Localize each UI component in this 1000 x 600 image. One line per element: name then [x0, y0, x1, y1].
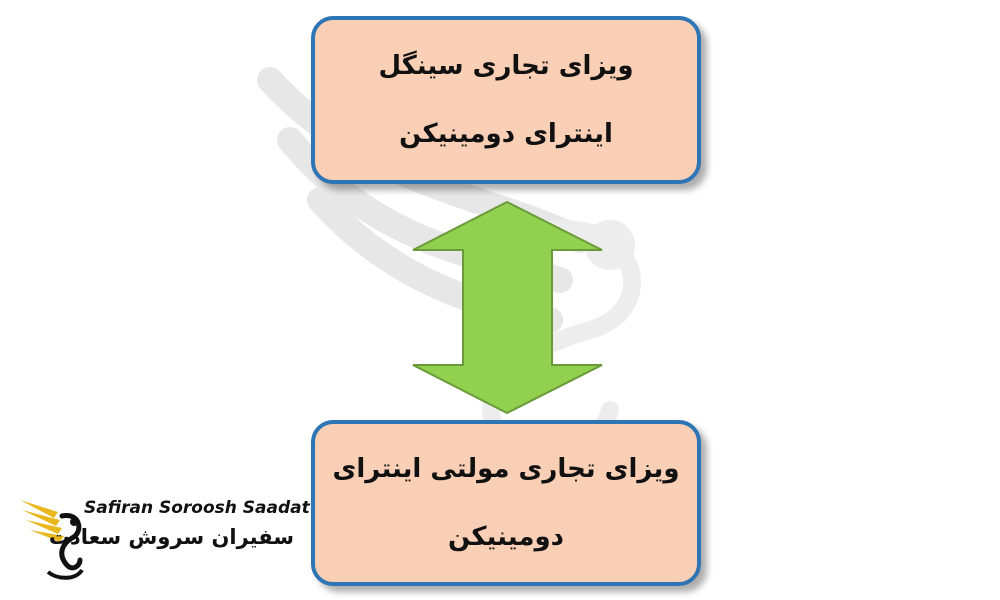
multiple-entry-visa-box: ویزای تجاری مولتی اینترای دومینیکن [311, 420, 701, 586]
single-entry-visa-line1: ویزای تجاری سینگل [378, 51, 634, 81]
multiple-entry-visa-line2: دومینیکن [448, 522, 564, 552]
multiple-entry-visa-line1: ویزای تجاری مولتی اینترای [332, 454, 680, 484]
single-entry-visa-box: ویزای تجاری سینگل اینترای دومینیکن [311, 16, 701, 184]
logo-name-persian: سفیران سروش سعادت [48, 525, 294, 549]
company-logo: Safiran Soroosh Saadat سفیران سروش سعادت [18, 492, 310, 584]
double-arrow-vertical-icon [412, 200, 603, 415]
logo-name-english: Safiran Soroosh Saadat [84, 498, 310, 518]
swan-logo-icon [20, 500, 84, 580]
single-entry-visa-line2: اینترای دومینیکن [399, 119, 613, 149]
